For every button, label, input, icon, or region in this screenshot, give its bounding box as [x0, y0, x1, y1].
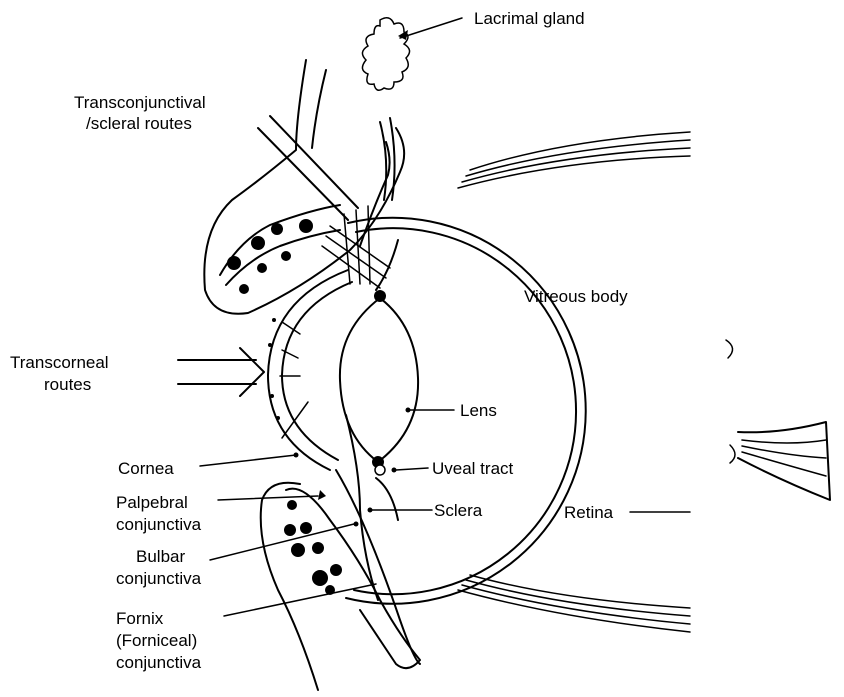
label-uveal-tract: Uveal tract — [432, 459, 514, 478]
label-transconjunctival: Transconjunctival — [74, 93, 206, 112]
lower-muscles — [458, 575, 690, 632]
label-fornix: Fornix — [116, 609, 164, 628]
retina-fold — [726, 340, 733, 358]
label-bulbar-conjunctiva: conjunctiva — [116, 569, 202, 588]
label-transcorneal-routes: routes — [44, 375, 91, 394]
label-scleral-routes: /scleral routes — [86, 114, 192, 133]
label-transcorneal: Transcorneal — [10, 353, 109, 372]
retina-fold-lower — [730, 445, 735, 463]
lower-eyelid — [261, 470, 420, 690]
lens-shape — [340, 290, 418, 475]
label-fornix-conjunctiva: conjunctiva — [116, 653, 202, 672]
label-bulbar: Bulbar — [136, 547, 185, 566]
upper-eyelid — [204, 60, 404, 314]
label-vitreous-body: Vitreous body — [524, 287, 628, 306]
leader-lines — [200, 18, 690, 616]
label-forniceal: (Forniceal) — [116, 631, 197, 650]
label-cornea: Cornea — [118, 459, 174, 478]
label-lens: Lens — [460, 401, 497, 420]
label-palpebral: Palpebral — [116, 493, 188, 512]
lacrimal-gland-shape — [362, 18, 409, 200]
label-palpebral-conjunctiva: conjunctiva — [116, 515, 202, 534]
eyeball — [346, 218, 735, 604]
label-sclera: Sclera — [434, 501, 483, 520]
label-retina: Retina — [564, 503, 614, 522]
upper-muscles — [458, 132, 690, 188]
transcorneal-arrows — [178, 348, 264, 396]
optic-nerve — [738, 422, 830, 500]
label-lacrimal-gland: Lacrimal gland — [474, 9, 585, 28]
